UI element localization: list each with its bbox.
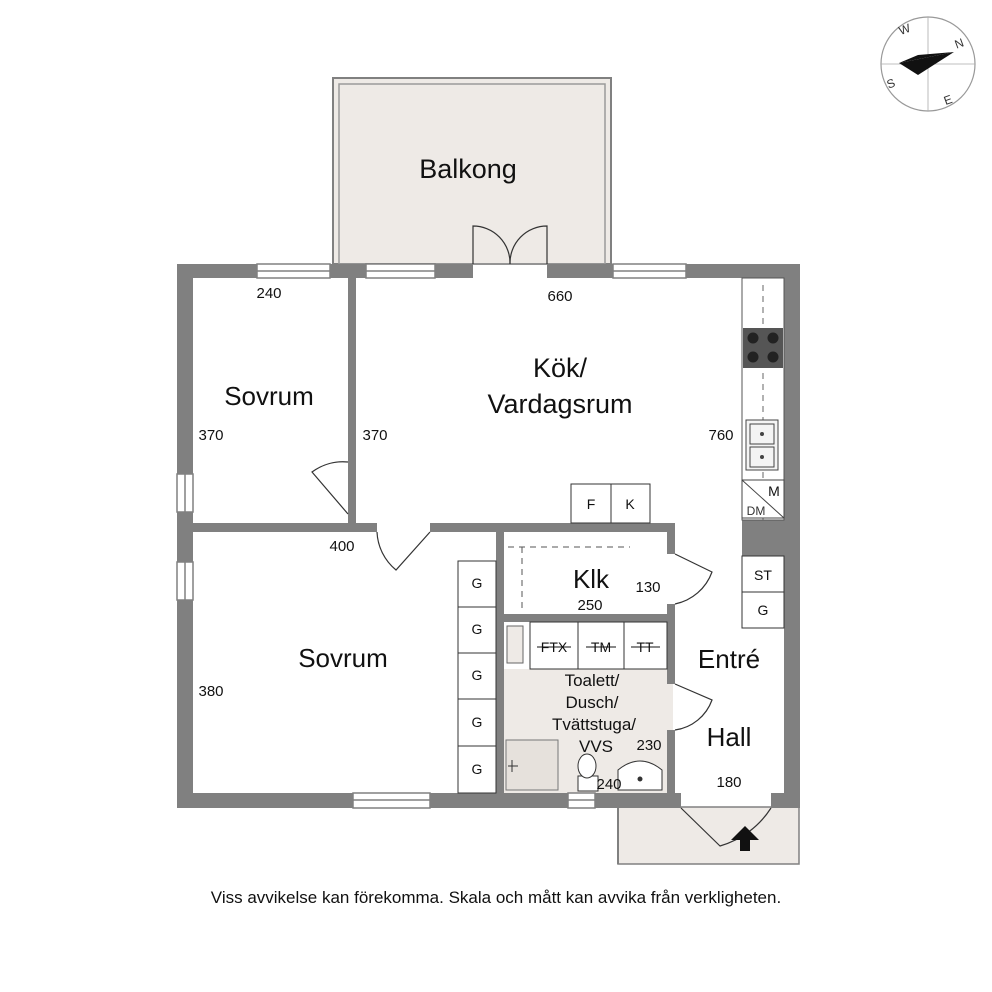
- compass-w: W: [897, 21, 913, 38]
- fixture-label-wardrobe-1: G: [472, 575, 483, 591]
- interior-walls: [193, 278, 784, 794]
- room-label-bath-line3: Tvättstuga/: [552, 715, 636, 734]
- closet-shelves: [508, 546, 630, 613]
- toilet: [577, 753, 599, 792]
- dim-klk-width: 250: [577, 597, 602, 614]
- dim-sovrum-bottom-width: 400: [329, 538, 354, 555]
- dim-sovrum-top-depth: 370: [198, 427, 223, 444]
- fixture-label-microwave: M: [768, 483, 780, 499]
- fixture-label-wardrobe-2: G: [472, 621, 483, 637]
- shower-head: [508, 760, 518, 772]
- fixture-label-tt: TT: [636, 639, 654, 655]
- dim-kok-depth-right: 760: [708, 427, 733, 444]
- fixture-label-storage: ST: [754, 567, 772, 583]
- room-label-bath-line2: Dusch/: [566, 693, 619, 712]
- fixture-label-freezer: K: [625, 496, 635, 512]
- exterior-walls: [177, 264, 800, 808]
- wardrobes: [457, 560, 497, 794]
- dim-bath-width: 240: [596, 776, 621, 793]
- fixture-label-tm: TM: [591, 639, 611, 655]
- dim-kok-depth-left: 370: [362, 427, 387, 444]
- room-label-bath-line1: Toalett/: [565, 671, 620, 690]
- dim-bath-depth: 230: [636, 737, 661, 754]
- room-label-kok-line2: Vardagsrum: [487, 389, 632, 419]
- room-label-bath-line4: VVS: [579, 737, 613, 756]
- fixture-label-fridge: F: [587, 496, 596, 512]
- hall-storage: [741, 555, 785, 629]
- bath-appliances: [506, 621, 668, 670]
- windows: [176, 263, 687, 809]
- sink: [617, 760, 663, 791]
- fixture-label-wardrobe-5: G: [472, 761, 483, 777]
- bathroom-door: [674, 683, 713, 731]
- room-label-sovrum-top: Sovrum: [224, 381, 314, 411]
- balcony-doors: [472, 225, 548, 265]
- shower-area: [505, 739, 559, 791]
- dim-klk-depth: 130: [635, 579, 660, 596]
- fixture-label-hall-wardrobe: G: [758, 602, 769, 618]
- room-label-sovrum-bottom: Sovrum: [298, 643, 388, 673]
- fridge-freezer: [570, 483, 651, 524]
- room-label-hall: Hall: [707, 722, 752, 752]
- dim-hall-width: 180: [716, 774, 741, 791]
- fixture-label-dishwasher: DM: [747, 504, 766, 518]
- bedroom-bottom-door: [376, 531, 431, 571]
- fixture-label-wardrobe-4: G: [472, 714, 483, 730]
- room-label-balkong: Balkong: [419, 154, 517, 184]
- entrance-arrow-icon: [731, 826, 759, 851]
- disclaimer: Viss avvikelse kan förekomma. Skala och …: [210, 888, 782, 907]
- room-label-kok-line1: Kök/: [533, 353, 588, 383]
- fixture-label-wardrobe-3: G: [472, 667, 483, 683]
- compass-icon: N E S W: [880, 16, 976, 112]
- bedroom-top-door: [311, 461, 349, 515]
- room-label-klk: Klk: [573, 564, 610, 594]
- dim-sovrum-bottom-depth: 380: [198, 683, 223, 700]
- room-label-entre: Entré: [698, 644, 760, 674]
- closet-door: [674, 553, 713, 605]
- fixture-label-ftx: FTX: [541, 639, 568, 655]
- kitchen-counter: [741, 277, 785, 521]
- balcony: [332, 77, 612, 265]
- dim-sovrum-top-width: 240: [256, 285, 281, 302]
- dim-kok-width: 660: [547, 288, 572, 305]
